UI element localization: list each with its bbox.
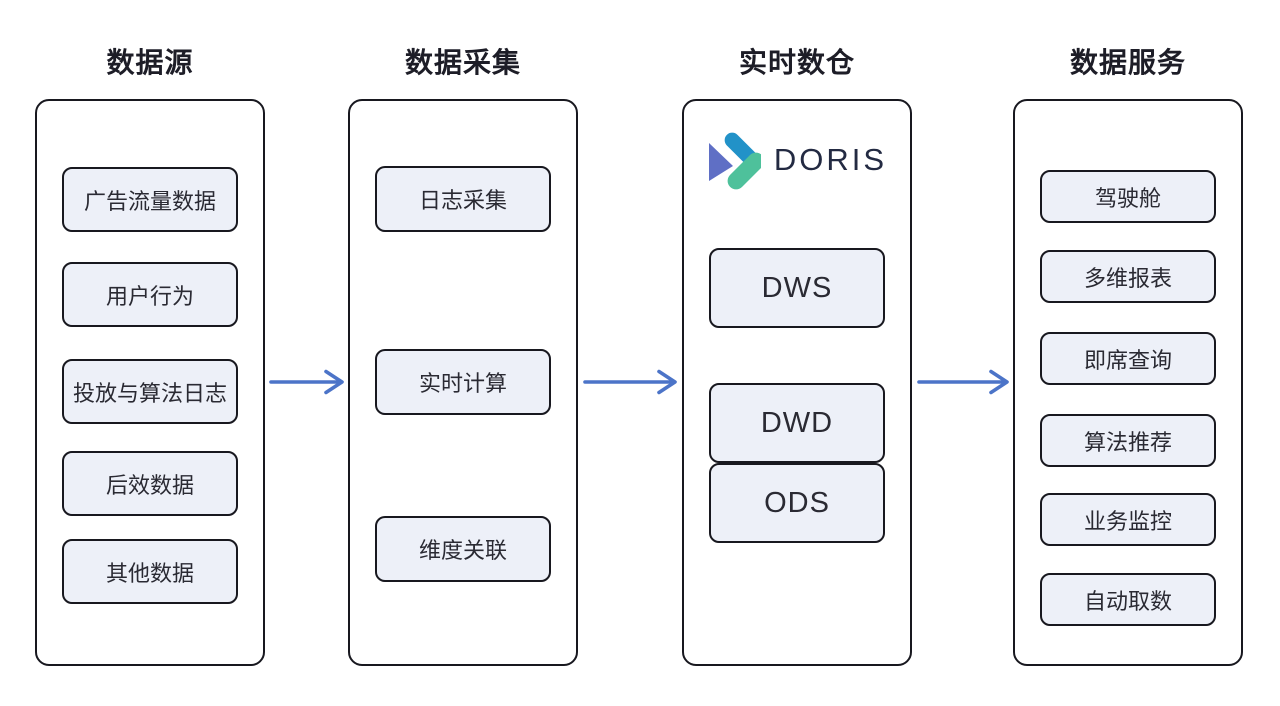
group-data-source: 广告流量数据 用户行为 投放与算法日志 后效数据 其他数据 xyxy=(35,99,265,666)
column-title-data-source: 数据源 xyxy=(106,47,194,78)
flow-arrow-2 xyxy=(582,367,679,397)
doris-logo-text: DORIS xyxy=(773,142,888,177)
group-data-service: 驾驶舱 多维报表 即席查询 算法推荐 业务监控 自动取数 xyxy=(1013,99,1243,666)
node-cockpit: 驾驶舱 xyxy=(1040,170,1216,223)
flow-arrow-3 xyxy=(916,367,1011,397)
group-realtime-warehouse: DORIS DWS DWD ODS xyxy=(682,99,912,666)
node-delivery-algorithm-logs: 投放与算法日志 xyxy=(62,359,238,424)
node-realtime-compute: 实时计算 xyxy=(375,349,551,415)
node-dws: DWS xyxy=(709,248,885,328)
column-title-realtime-warehouse: 实时数仓 xyxy=(738,47,855,78)
group-data-collection: 日志采集 实时计算 维度关联 xyxy=(348,99,578,666)
node-user-behavior: 用户行为 xyxy=(62,262,238,327)
flow-arrow-1 xyxy=(268,367,346,397)
node-auto-data-fetch: 自动取数 xyxy=(1040,573,1216,626)
node-ods: ODS xyxy=(709,463,885,543)
node-business-monitor: 业务监控 xyxy=(1040,493,1216,546)
node-ad-traffic-data: 广告流量数据 xyxy=(62,167,238,232)
doris-logo-icon xyxy=(707,125,765,196)
node-algorithm-recommend: 算法推荐 xyxy=(1040,414,1216,467)
node-dimension-join: 维度关联 xyxy=(375,516,551,582)
node-log-collection: 日志采集 xyxy=(375,166,551,232)
node-multidim-report: 多维报表 xyxy=(1040,250,1216,303)
node-dwd: DWD xyxy=(709,383,885,463)
node-adhoc-query: 即席查询 xyxy=(1040,332,1216,385)
column-title-data-collection: 数据采集 xyxy=(404,47,521,78)
node-post-effect-data: 后效数据 xyxy=(62,451,238,516)
node-other-data: 其他数据 xyxy=(62,539,238,604)
column-title-data-service: 数据服务 xyxy=(1069,47,1186,78)
doris-logo: DORIS xyxy=(707,127,887,193)
